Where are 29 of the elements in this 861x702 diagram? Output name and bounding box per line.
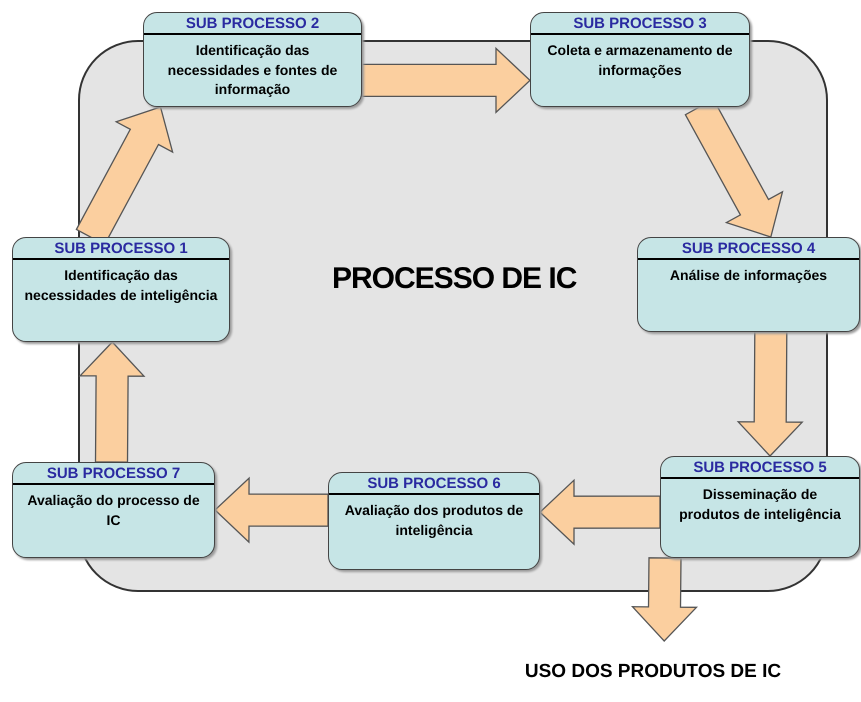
subprocess-box — [12, 462, 215, 558]
subprocess-box — [143, 12, 362, 107]
subprocess-heading: SUB PROCESSO 4 — [638, 238, 859, 260]
block-arrow — [361, 46, 531, 114]
process-title: PROCESSO DE IC — [332, 262, 576, 296]
block-arrow — [78, 341, 146, 463]
subprocess-description: Avaliação dos produtos de inteligência — [344, 501, 524, 540]
subprocess-description: Avaliação do processo de IC — [26, 491, 201, 530]
subprocess-heading: SUB PROCESSO 6 — [329, 473, 539, 495]
subprocess-heading: SUB PROCESSO 1 — [13, 238, 229, 260]
subprocess-heading: SUB PROCESSO 7 — [13, 463, 214, 485]
subprocess-box — [660, 456, 860, 558]
subprocess-description: Identificação das necessidades de inteligência — [24, 266, 218, 305]
subprocess-box — [637, 237, 860, 332]
subprocess-box — [328, 472, 540, 570]
subprocess-box — [530, 12, 750, 107]
subprocess-box — [12, 237, 230, 342]
subprocess-description: Disseminação de produtos de inteligência — [678, 485, 842, 524]
block-arrow — [214, 476, 329, 544]
subprocess-description: Identificação das necessidades e fontes de informação — [166, 41, 338, 100]
subprocess-heading: SUB PROCESSO 2 — [144, 13, 361, 35]
block-arrow — [631, 557, 698, 642]
output-label: USO DOS PRODUTOS DE IC — [524, 660, 782, 682]
subprocess-description: Coleta e armazenamento de informações — [546, 41, 734, 80]
subprocess-description: Análise de informações — [668, 266, 828, 285]
subprocess-heading: SUB PROCESSO 3 — [531, 13, 749, 35]
subprocess-heading: SUB PROCESSO 5 — [661, 457, 859, 479]
block-arrow — [736, 331, 804, 457]
block-arrow — [539, 478, 661, 546]
